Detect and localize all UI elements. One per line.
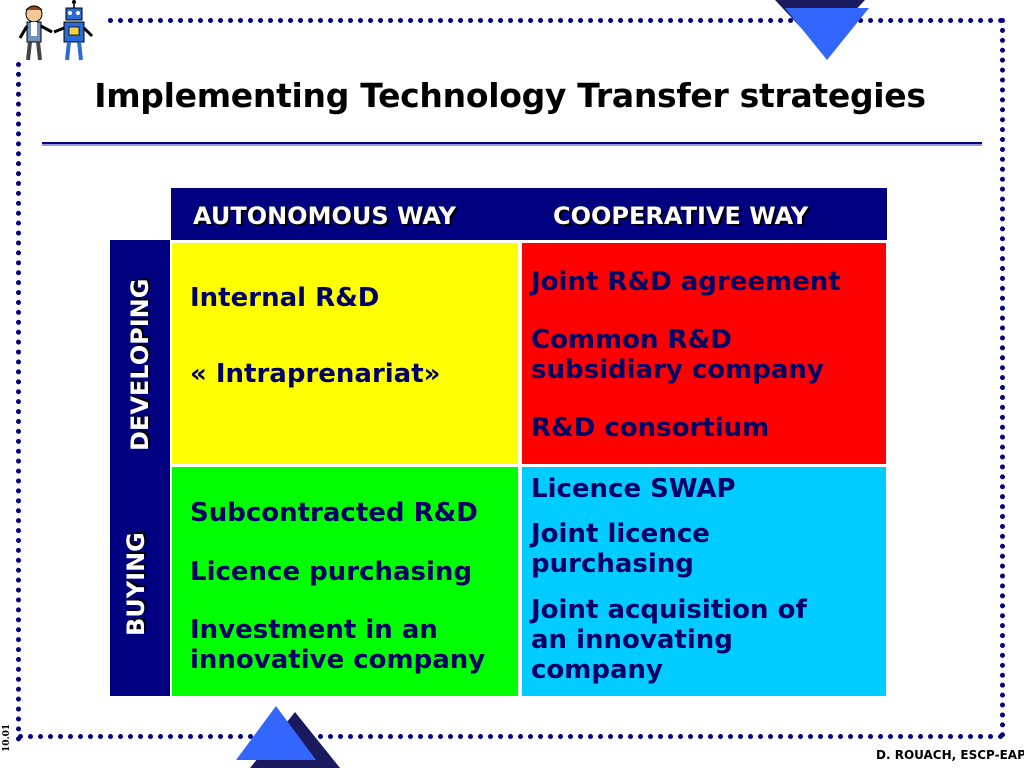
strategy-item: Joint R&D agreement [531,267,841,297]
slide-footer-author: D. ROUACH, ESCP-EAP [876,748,1024,762]
strategy-item: subsidiary company [531,355,824,385]
strategy-item: an innovating [531,625,733,655]
cell-buying-cooperative: Licence SWAP Joint licence purchasing Jo… [522,467,886,696]
column-header-cooperative: COOPERATIVE WAY [553,202,809,230]
row-header-buying: BUYING [122,532,150,636]
slide-title: Implementing Technology Transfer strateg… [94,76,926,115]
row-header-developing: DEVELOPING [126,278,154,451]
strategy-item: « Intraprenariat» [190,359,441,389]
strategy-item: Subcontracted R&D [190,498,478,528]
slide-date-code: 10.01 [2,723,12,752]
cell-developing-autonomous: Internal R&D « Intraprenariat» [172,243,518,464]
cell-buying-autonomous: Subcontracted R&D Licence purchasing Inv… [172,467,518,696]
bottom-triangle [236,706,316,760]
strategy-item: R&D consortium [531,413,770,443]
strategy-item: Investment in an [190,615,438,645]
strategy-item: Licence purchasing [190,557,473,587]
slide-frame-left [16,62,21,742]
strategy-item: Joint licence [531,519,710,549]
strategy-item: Common R&D [531,325,732,355]
strategy-item: purchasing [531,549,694,579]
strategy-item: company [531,655,663,685]
matrix-column-header-bar [171,188,887,240]
column-header-autonomous: AUTONOMOUS WAY [193,202,457,230]
matrix-row-header-bar [110,240,170,696]
slide-frame-right [1000,18,1005,738]
strategy-item: innovative company [190,645,486,675]
slide-frame-bottom [18,734,1004,739]
title-underline [42,142,982,144]
strategy-item: Internal R&D [190,283,380,313]
cell-developing-cooperative: Joint R&D agreement Common R&D subsidiar… [522,243,886,464]
strategy-item: Licence SWAP [531,474,736,504]
people-robot-logo-icon [18,0,94,61]
top-triangle [785,8,869,60]
slide-frame-top [108,18,1004,23]
strategy-item: Joint acquisition of [531,595,807,625]
